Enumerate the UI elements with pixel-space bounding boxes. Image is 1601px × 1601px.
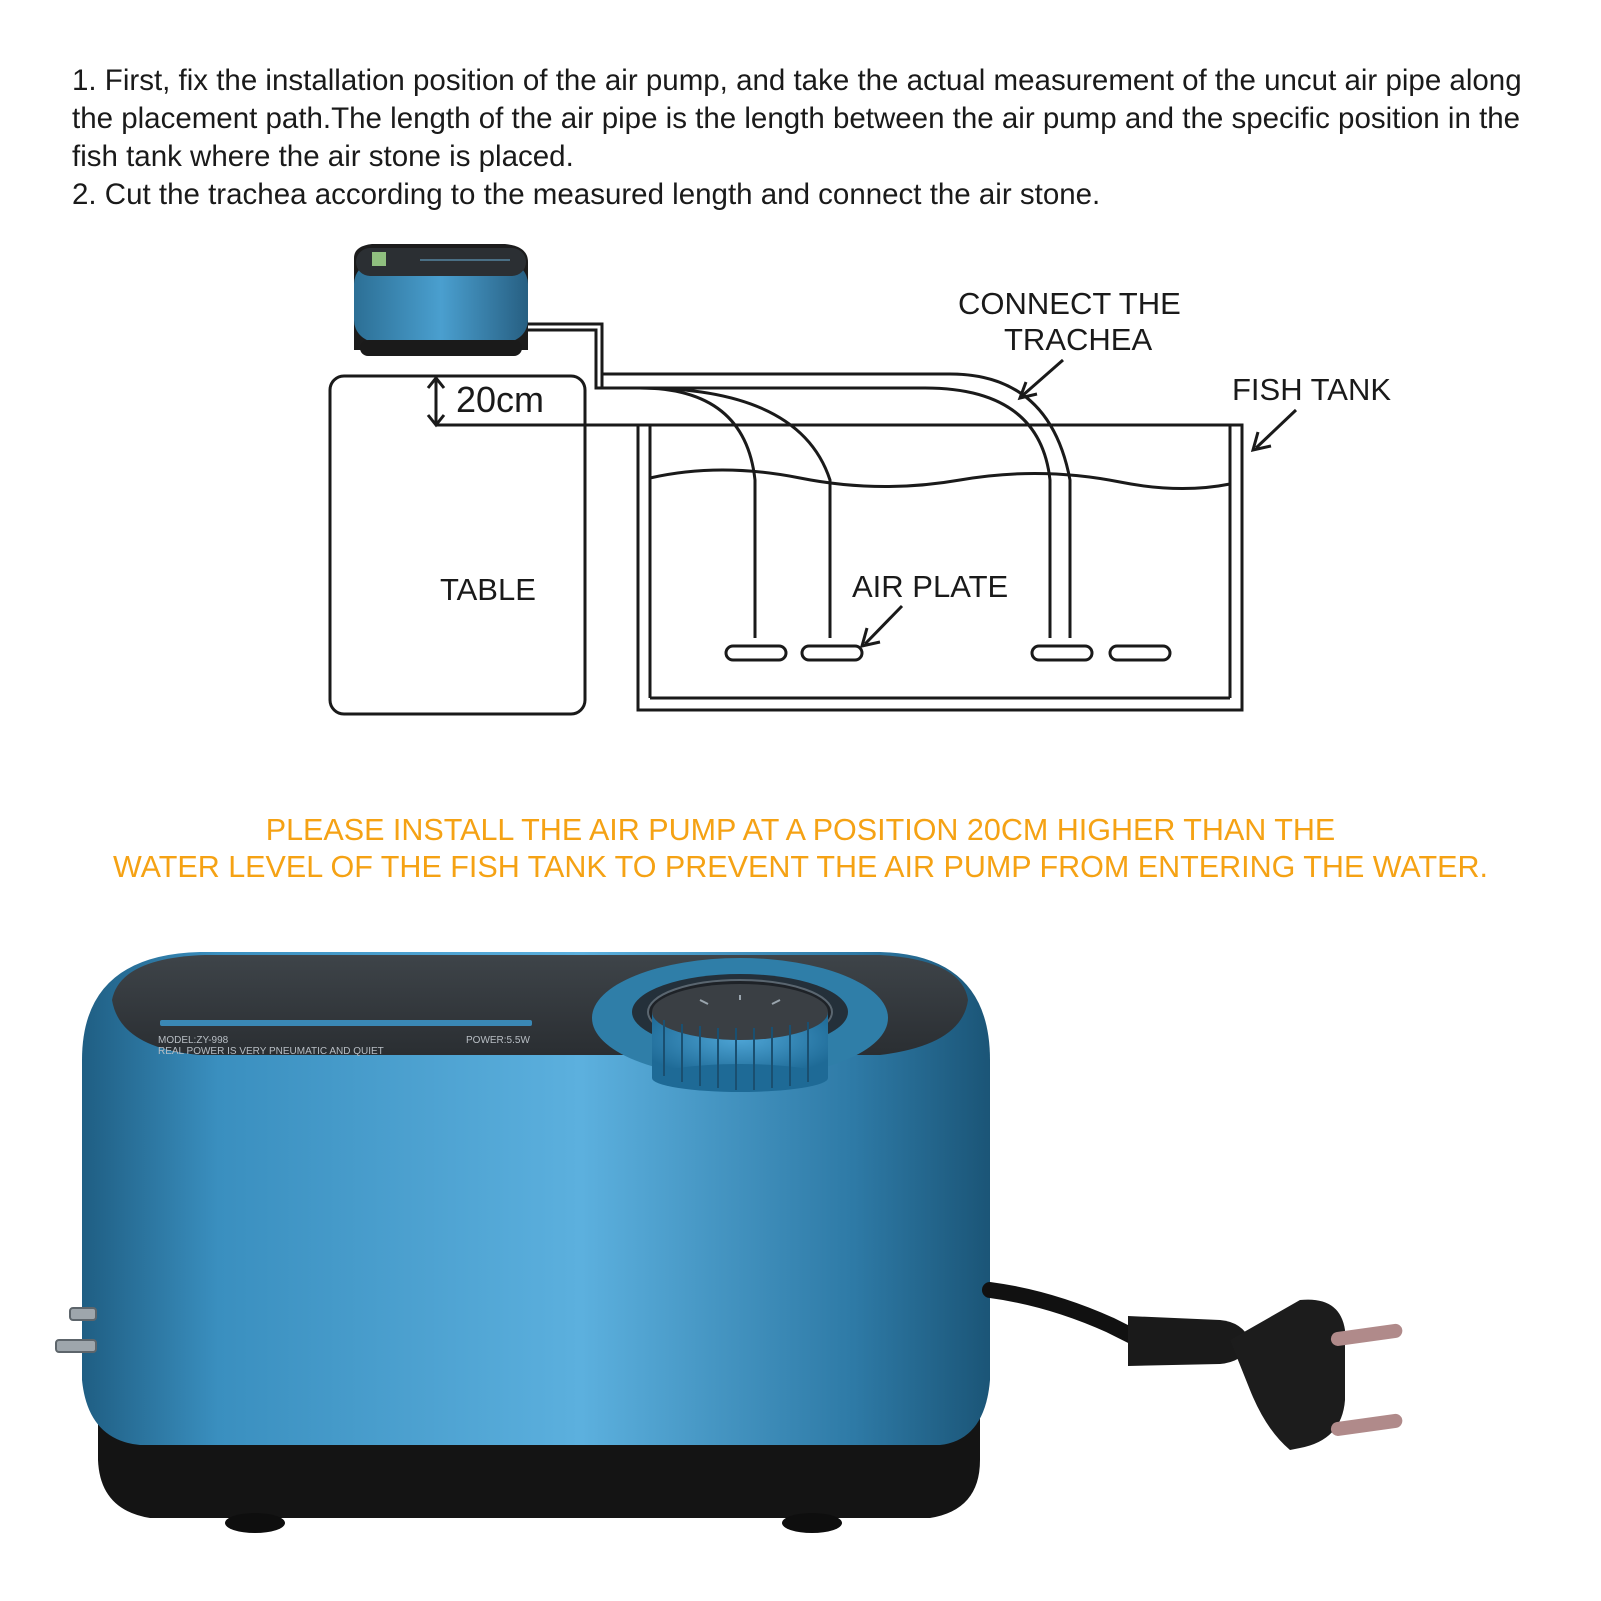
air-stones (724, 644, 1172, 662)
air-pipe (528, 322, 1072, 638)
flow-control-knob-icon[interactable] (592, 958, 888, 1092)
connect-label-line1: CONNECT THE (958, 286, 1181, 321)
instruction-step-1: 1. First, fix the installation position … (72, 64, 1522, 173)
model-label: MODEL:ZY-998 (158, 1035, 229, 1046)
label-strip (160, 1020, 532, 1026)
power-plug-icon (982, 1282, 1403, 1450)
warning-line-2: WATER LEVEL OF THE FISH TANK TO PREVENT … (113, 850, 1488, 884)
instruction-step-2: 2. Cut the trachea according to the meas… (72, 178, 1101, 211)
tagline-label: REAL POWER IS VERY PNEUMATIC AND QUIET (158, 1046, 384, 1057)
label-arrows (859, 358, 1298, 649)
table (328, 374, 587, 716)
height-dimension (426, 375, 628, 428)
table-label: TABLE (440, 572, 536, 607)
fish-tank-label: FISH TANK (1232, 372, 1391, 407)
air-outlet-nozzles (55, 1307, 97, 1353)
height-label: 20cm (456, 379, 544, 420)
fish-tank (618, 423, 1244, 712)
instructions: 1. First, fix the installation position … (72, 62, 1552, 214)
air-plate-label: AIR PLATE (852, 569, 1008, 604)
warning-line-1: PLEASE INSTALL THE AIR PUMP AT A POSITIO… (265, 813, 1336, 847)
connect-label-line2: TRACHEA (1004, 322, 1152, 357)
power-label: POWER:5.5W (466, 1035, 530, 1046)
mini-air-pump-icon (354, 244, 528, 356)
air-pump-product-image: MODEL:ZY-998 POWER:5.5W REAL POWER IS VE… (55, 952, 1403, 1533)
warning-text: PLEASE INSTALL THE AIR PUMP AT A POSITIO… (0, 812, 1601, 886)
installation-diagram: TABLE 20cm CONNECT THE TRACHEA FISH TANK… (328, 244, 1391, 716)
